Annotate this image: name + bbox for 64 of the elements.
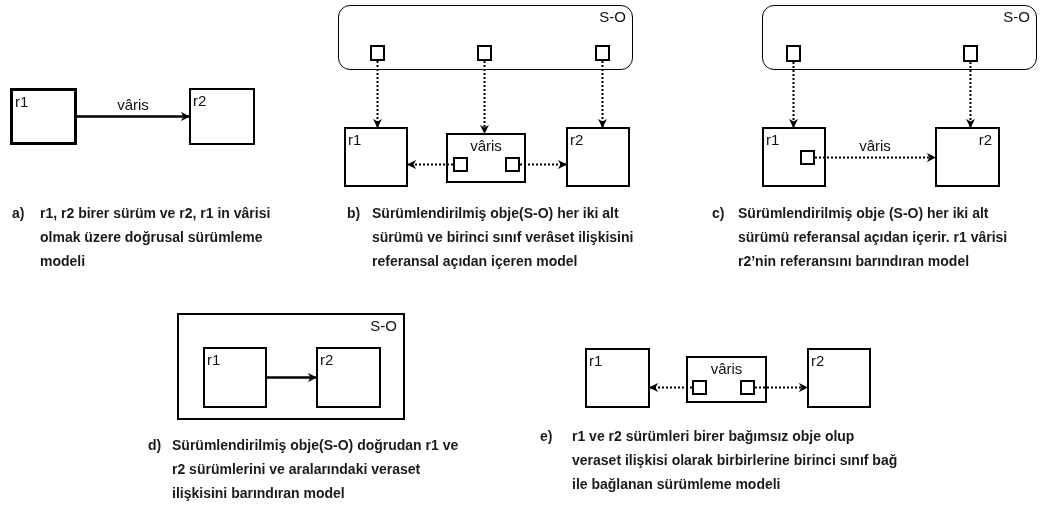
version-box [762,127,826,187]
version-box [316,347,381,408]
arrow [814,153,936,162]
port-square [786,45,801,62]
node-label: S-O [599,9,626,24]
caption-letter: b) [347,204,361,223]
port-square [453,157,468,172]
node-label: r2 [320,352,334,367]
caption-text: r1, r2 birer sürüm ve r2, r1 in vârisi olmak üzere doğrusal sürümleme modeli [40,204,272,271]
caption-text: Sürümlendirilmiş obje(S-O) her iki alt sürümü ve birinci sınıf verâset ilişkisini referansal açıdan içeren model [372,204,635,271]
port-square [740,380,755,395]
relation-box [686,356,767,403]
object-container [762,5,1037,70]
version-box [344,127,408,187]
node-label: r1 [766,132,780,147]
arrow [649,383,693,392]
edge-label: vâris [115,96,151,112]
version-box [566,127,630,187]
node-label: r2 [811,353,825,368]
node-label: vâris [710,361,743,376]
object-container [338,5,633,70]
node-label: r2 [570,132,584,147]
node-label: vâris [470,138,502,153]
caption-text: Sürümlendirilmiş obje(S-O) doğrudan r1 ve r2 sürümlerini ve aralarındaki veraset ilişkisini barındıran model [172,436,460,503]
arrow [754,383,808,392]
port-square [505,157,520,172]
arrow [267,373,317,382]
arrow [519,160,567,169]
node-label: r2 [978,132,992,147]
arrow [598,60,607,128]
version-box [189,88,255,145]
version-box [203,347,267,408]
node-label: r1 [15,94,29,109]
arrow [373,60,382,128]
arrow [480,60,489,134]
caption-letter: e) [540,427,553,446]
arrow [789,61,798,128]
node-label: r1 [207,352,221,367]
arrow [966,61,975,128]
node-label: S-O [1003,9,1030,24]
node-label: r1 [589,353,603,368]
caption-letter: c) [712,204,725,223]
version-box [935,127,1000,187]
relation-box [446,133,526,183]
port-square [477,45,492,61]
caption-text: Sürümlendirilmiş obje (S-O) her iki alt sürümü referansal açıdan içerir. r1 vârisi r2’nin referansını barındıran model [738,204,1009,271]
port-square [800,150,815,165]
caption-letter: d) [148,436,162,455]
port-square [370,45,385,61]
edge-label: vâris [857,137,893,153]
version-box [585,348,650,408]
node-label: S-O [370,318,397,333]
arrow [407,160,454,169]
caption-letter: a) [12,204,25,223]
version-box [807,348,871,408]
caption-text: r1 ve r2 sürümleri birer bağımsız obje olup veraset ilişkisi olarak birbirlerine birinci sınıf bağ ile bağlanan sürümleme modeli [572,427,899,494]
arrow [77,112,190,121]
node-label: r2 [193,93,207,108]
node-label: r1 [348,132,362,147]
port-square [963,45,978,62]
version-box [10,88,77,145]
port-square [595,45,610,61]
port-square [692,380,707,395]
object-container [177,313,405,420]
